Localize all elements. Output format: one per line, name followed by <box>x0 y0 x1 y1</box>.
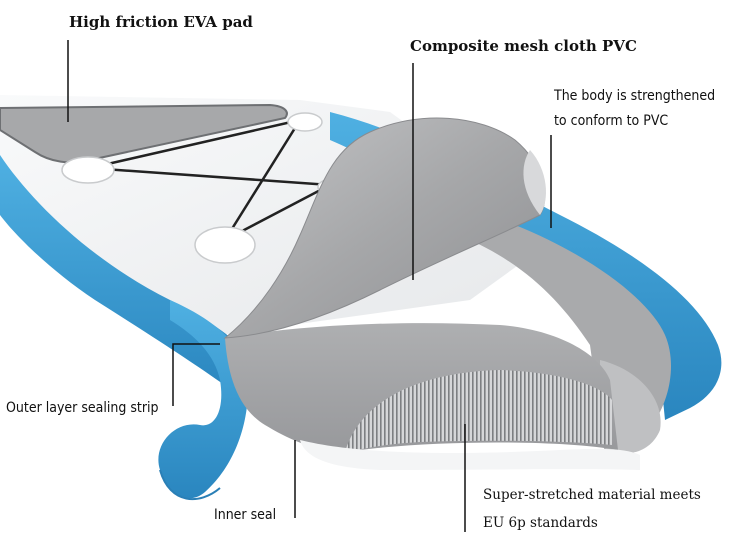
drop-stitch-fibers <box>345 370 612 452</box>
label-inner-seal: Inner seal <box>214 507 277 523</box>
label-stretched-line2: EU 6p standards <box>483 515 598 531</box>
label-outer-seal: Outer layer sealing strip <box>6 400 159 416</box>
label-body-line1: The body is strengthened <box>554 88 716 104</box>
label-body-line2: to conform to PVC <box>554 113 669 129</box>
peeled-pvc-flap <box>223 117 546 339</box>
label-stretched-line1: Super-stretched material meets <box>483 487 701 503</box>
leader-outer-seal <box>172 343 220 406</box>
cross-section-face <box>225 323 640 470</box>
label-mesh-cloth: Composite mesh cloth PVC <box>410 37 637 55</box>
leader-lines <box>67 40 552 532</box>
label-eva-pad: High friction EVA pad <box>69 13 253 31</box>
